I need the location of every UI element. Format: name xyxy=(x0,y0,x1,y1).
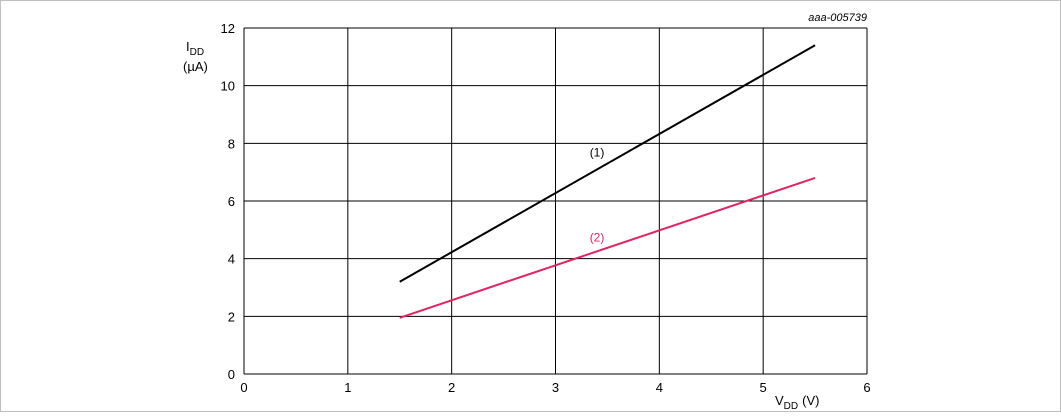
x-axis-label-main: V xyxy=(775,393,784,408)
y-tick-label: 6 xyxy=(228,194,235,209)
x-axis-label-unit: (V) xyxy=(802,393,819,408)
x-tick-label: 3 xyxy=(552,380,559,395)
y-tick-label: 10 xyxy=(221,79,235,94)
y-tick-labels: 0 2 4 6 8 10 12 xyxy=(221,21,235,382)
figure-id: aaa-005739 xyxy=(808,12,867,24)
x-tick-label: 0 xyxy=(240,380,247,395)
series-label-1: (1) xyxy=(590,145,605,159)
x-tick-label: 6 xyxy=(863,380,870,395)
y-tick-label: 0 xyxy=(228,367,235,382)
x-tick-label: 4 xyxy=(656,380,663,395)
y-tick-label: 2 xyxy=(228,309,235,324)
y-axis-label-sub: DD xyxy=(190,47,204,58)
y-axis-unit: (µA) xyxy=(183,59,208,74)
x-tick-labels: 0 1 2 3 4 5 6 xyxy=(240,380,870,395)
y-tick-label: 4 xyxy=(228,252,235,267)
series-lines: (1) (2) xyxy=(399,44,816,319)
y-axis-label: IDD xyxy=(186,39,204,58)
y-tick-label: 8 xyxy=(228,136,235,151)
grid xyxy=(243,27,868,375)
series-line-2 xyxy=(399,176,816,319)
y-axis-label-main: I xyxy=(186,39,190,54)
x-axis-label-sub: DD xyxy=(784,401,798,411)
x-tick-label: 2 xyxy=(448,380,455,395)
x-tick-label: 1 xyxy=(344,380,351,395)
x-tick-label: 5 xyxy=(760,380,767,395)
y-tick-label: 12 xyxy=(221,21,235,36)
series-line-1 xyxy=(399,44,816,283)
x-axis-label: VDD (V) xyxy=(775,393,819,411)
series-label-2: (2) xyxy=(590,230,605,244)
